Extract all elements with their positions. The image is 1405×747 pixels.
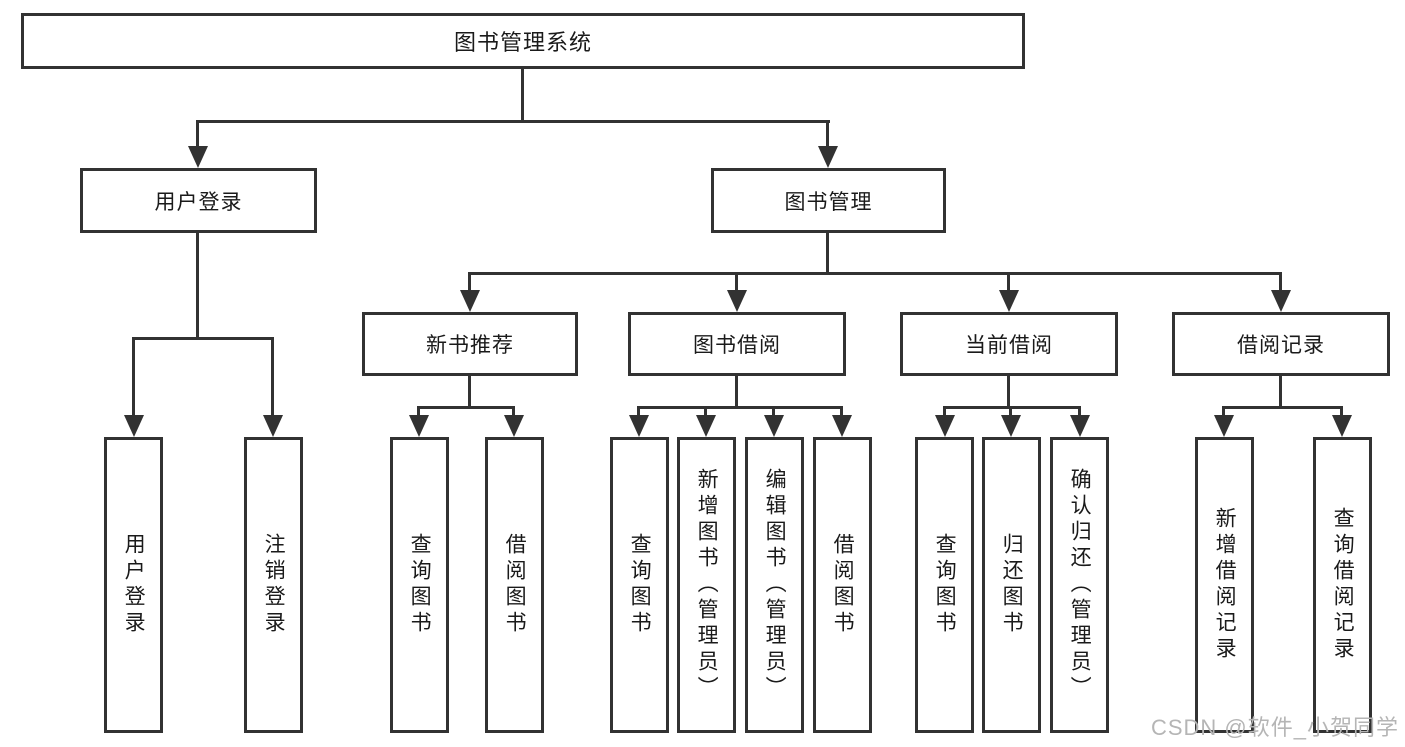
connector-records-drop (1279, 376, 1282, 406)
leaf-edit-books-admin: 编辑图书（管理员） (745, 437, 804, 733)
node-borrow-records: 借阅记录 (1172, 312, 1390, 376)
node-new-book-recommend: 新书推荐 (362, 312, 578, 376)
connector-stem (1279, 272, 1282, 292)
connector-stem (417, 406, 420, 417)
node-current-borrow-label: 当前借阅 (965, 334, 1053, 357)
connector-book-drop (826, 233, 829, 272)
node-borrow-records-label: 借阅记录 (1237, 334, 1325, 357)
arrowhead-down-icon (460, 290, 480, 312)
arrowhead-down-icon (1214, 415, 1234, 437)
arrowhead-down-icon (504, 415, 524, 437)
leaf-user-login: 用户登录 (104, 437, 163, 733)
connector-stem (704, 406, 707, 417)
leaf-query-books-borrow: 查询图书 (610, 437, 669, 733)
watermark: CSDN @软件_小贺同学 (1150, 715, 1399, 740)
arrowhead-down-icon (764, 415, 784, 437)
leaf-query-books-recommend: 查询图书 (390, 437, 449, 733)
connector-records-rail (1222, 406, 1343, 409)
connector-root-drop (521, 69, 524, 120)
leaf-borrow-books-recommend: 借阅图书 (485, 437, 544, 733)
connector-current-rail (943, 406, 1081, 409)
arrowhead-down-icon (1332, 415, 1352, 437)
arrowhead-down-icon (1271, 290, 1291, 312)
connector-stem (132, 337, 135, 417)
connector-stem (1078, 406, 1081, 417)
connector-stem (637, 406, 640, 417)
connector-stem (1340, 406, 1343, 417)
node-user-login-label: 用户登录 (154, 190, 243, 214)
arrowhead-down-icon (188, 146, 208, 168)
arrowhead-down-icon (629, 415, 649, 437)
connector-stem (943, 406, 946, 417)
connector-stem (468, 272, 471, 292)
arrowhead-down-icon (1001, 415, 1021, 437)
connector-stem (1007, 272, 1010, 292)
connector-stem (512, 406, 515, 417)
arrowhead-down-icon (124, 415, 144, 437)
node-book-management-label: 图书管理 (784, 190, 873, 214)
arrowhead-down-icon (818, 146, 838, 168)
connector-recommend-drop (468, 376, 471, 406)
arrowhead-down-icon (1070, 415, 1090, 437)
arrowhead-down-icon (409, 415, 429, 437)
connector-stem (772, 406, 775, 417)
connector-level3-rail (468, 272, 1282, 275)
arrowhead-down-icon (999, 290, 1019, 312)
node-current-borrow: 当前借阅 (900, 312, 1118, 376)
node-book-borrow: 图书借阅 (628, 312, 846, 376)
arrowhead-down-icon (727, 290, 747, 312)
arrowhead-down-icon (935, 415, 955, 437)
connector-stem (840, 406, 843, 417)
leaf-logout: 注销登录 (244, 437, 303, 733)
connector-user-drop (196, 233, 199, 337)
connector-borrow-rail (637, 406, 843, 409)
connector-stem (196, 120, 199, 148)
leaf-add-borrow-record: 新增借阅记录 (1195, 437, 1254, 733)
connector-recommend-rail (417, 406, 515, 409)
connector-borrow-drop (735, 376, 738, 406)
leaf-query-books-current: 查询图书 (915, 437, 974, 733)
leaf-add-books-admin: 新增图书（管理员） (677, 437, 736, 733)
leaf-return-books: 归还图书 (982, 437, 1041, 733)
arrowhead-down-icon (832, 415, 852, 437)
connector-stem (1009, 406, 1012, 417)
arrowhead-down-icon (696, 415, 716, 437)
node-root-label: 图书管理系统 (453, 30, 592, 55)
connector-stem (1222, 406, 1225, 417)
node-new-book-recommend-label: 新书推荐 (426, 334, 514, 357)
node-root: 图书管理系统 (21, 13, 1025, 69)
node-book-borrow-label: 图书借阅 (693, 334, 781, 357)
connector-level2-rail (196, 120, 830, 123)
node-book-management: 图书管理 (711, 168, 946, 233)
connector-current-drop (1007, 376, 1010, 406)
leaf-query-borrow-record: 查询借阅记录 (1313, 437, 1372, 733)
connector-stem (826, 120, 829, 148)
connector-stem (735, 272, 738, 292)
connector-stem (271, 337, 274, 417)
node-user-login: 用户登录 (80, 168, 317, 233)
connector-user-rail (132, 337, 274, 340)
arrowhead-down-icon (263, 415, 283, 437)
leaf-confirm-return-admin: 确认归还（管理员） (1050, 437, 1109, 733)
leaf-borrow-books: 借阅图书 (813, 437, 872, 733)
